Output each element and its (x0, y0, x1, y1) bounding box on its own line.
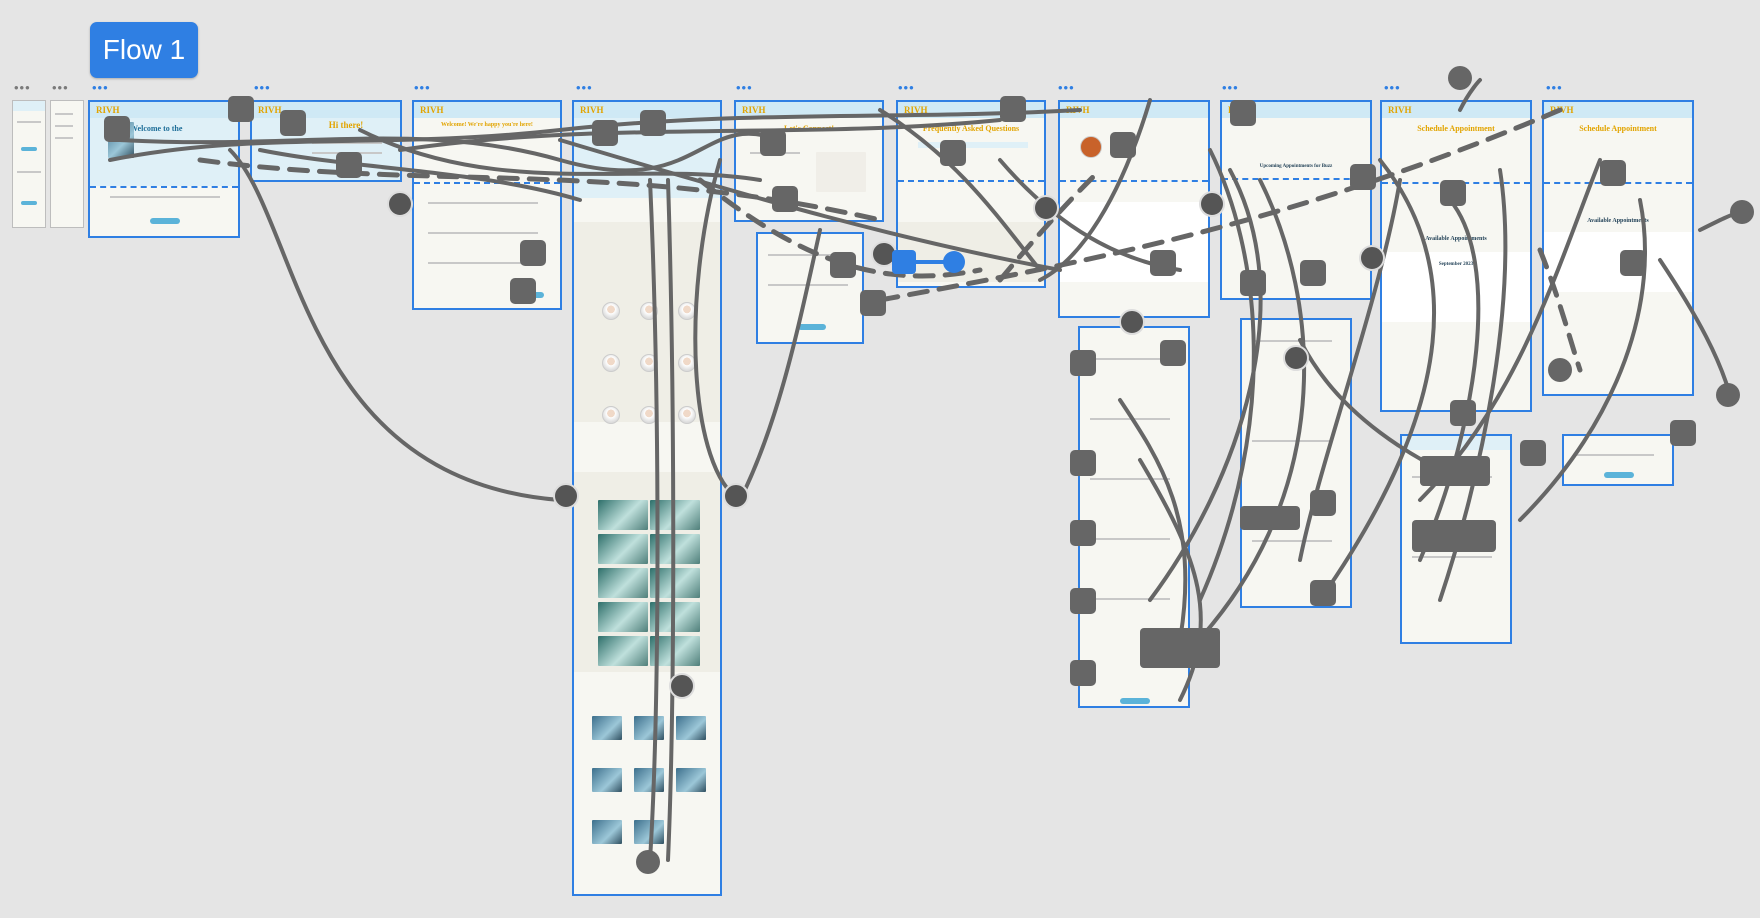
frame-options-icon[interactable]: ••• (254, 80, 271, 95)
frame-appointment-b-title: Schedule Appointment (1579, 124, 1657, 133)
frame-profile-edit[interactable] (1078, 326, 1190, 708)
frame-options-icon[interactable]: ••• (1058, 80, 1075, 95)
frame-login-title: Hi there! (328, 120, 364, 130)
frame-options-icon[interactable]: ••• (736, 80, 753, 95)
frame-contact-form[interactable] (756, 232, 864, 344)
frame-options-icon[interactable]: ••• (92, 80, 109, 95)
frame-contact[interactable]: RIVH Let's Connect! (734, 100, 884, 222)
rivh-logo: RIVH (258, 105, 282, 115)
frame-services[interactable]: RIVH (572, 100, 722, 896)
rivh-logo: RIVH (420, 105, 444, 115)
menu-frame-thumbnail[interactable] (50, 100, 84, 228)
frame-appointment-success[interactable] (1562, 434, 1674, 486)
frame-home-title: Welcome to the (130, 124, 183, 133)
rivh-logo: RIVH (580, 105, 604, 115)
frame-contact-title: Let's Connect! (784, 124, 834, 133)
frame-appointment-confirm[interactable] (1400, 434, 1512, 644)
frame-pet-profile[interactable]: RIVH Upcoming Appointments for Buzz (1220, 100, 1372, 300)
frame-options-icon[interactable]: ••• (576, 80, 593, 95)
frame-profile[interactable]: RIVH (1058, 100, 1210, 318)
flow-1-badge[interactable]: Flow 1 (90, 22, 198, 78)
rivh-logo: RIVH (1550, 105, 1574, 115)
mobile-frame-thumbnail[interactable] (12, 100, 46, 228)
frame-appointment-a-title: Schedule Appointment (1417, 124, 1495, 133)
frame-options-icon[interactable]: ••• (414, 80, 431, 95)
rivh-logo: RIVH (1388, 105, 1412, 115)
frame-pet-records[interactable] (1240, 318, 1352, 608)
rivh-logo: RIVH (1228, 105, 1252, 115)
rivh-logo: RIVH (1066, 105, 1090, 115)
frame-register[interactable]: RIVH Welcome! We're happy you're here! (412, 100, 562, 310)
frame-options-icon[interactable]: ••• (1222, 80, 1239, 95)
available-appointments-heading: Available Appointments (1587, 218, 1649, 224)
frame-faq[interactable]: RIVH Frequently Asked Questions (896, 100, 1046, 288)
frame-appointment-a[interactable]: RIVH Schedule Appointment Available Appo… (1380, 100, 1532, 412)
frame-options-icon[interactable]: ••• (1384, 80, 1401, 95)
frame-login[interactable]: RIVH Hi there! (250, 100, 402, 182)
frame-options-icon[interactable]: ••• (898, 80, 915, 95)
calendar-month: September 2023 (1438, 262, 1474, 267)
frame-options-icon[interactable]: ••• (1546, 80, 1563, 95)
frame-options-icon[interactable]: ••• (52, 80, 69, 95)
rivh-logo: RIVH (904, 105, 928, 115)
frame-faq-title: Frequently Asked Questions (922, 124, 1020, 133)
frame-appointment-b[interactable]: RIVH Schedule Appointment Available Appo… (1542, 100, 1694, 396)
available-appointments-heading: Available Appointments (1425, 236, 1487, 242)
frame-options-icon[interactable]: ••• (14, 80, 31, 95)
frame-register-title: Welcome! We're happy you're here! (441, 122, 533, 128)
frame-home[interactable]: RIVH Welcome to the (88, 100, 240, 238)
rivh-logo: RIVH (742, 105, 766, 115)
frame-pet-profile-title: Upcoming Appointments for Buzz (1259, 164, 1333, 169)
rivh-logo: RIVH (96, 105, 120, 115)
